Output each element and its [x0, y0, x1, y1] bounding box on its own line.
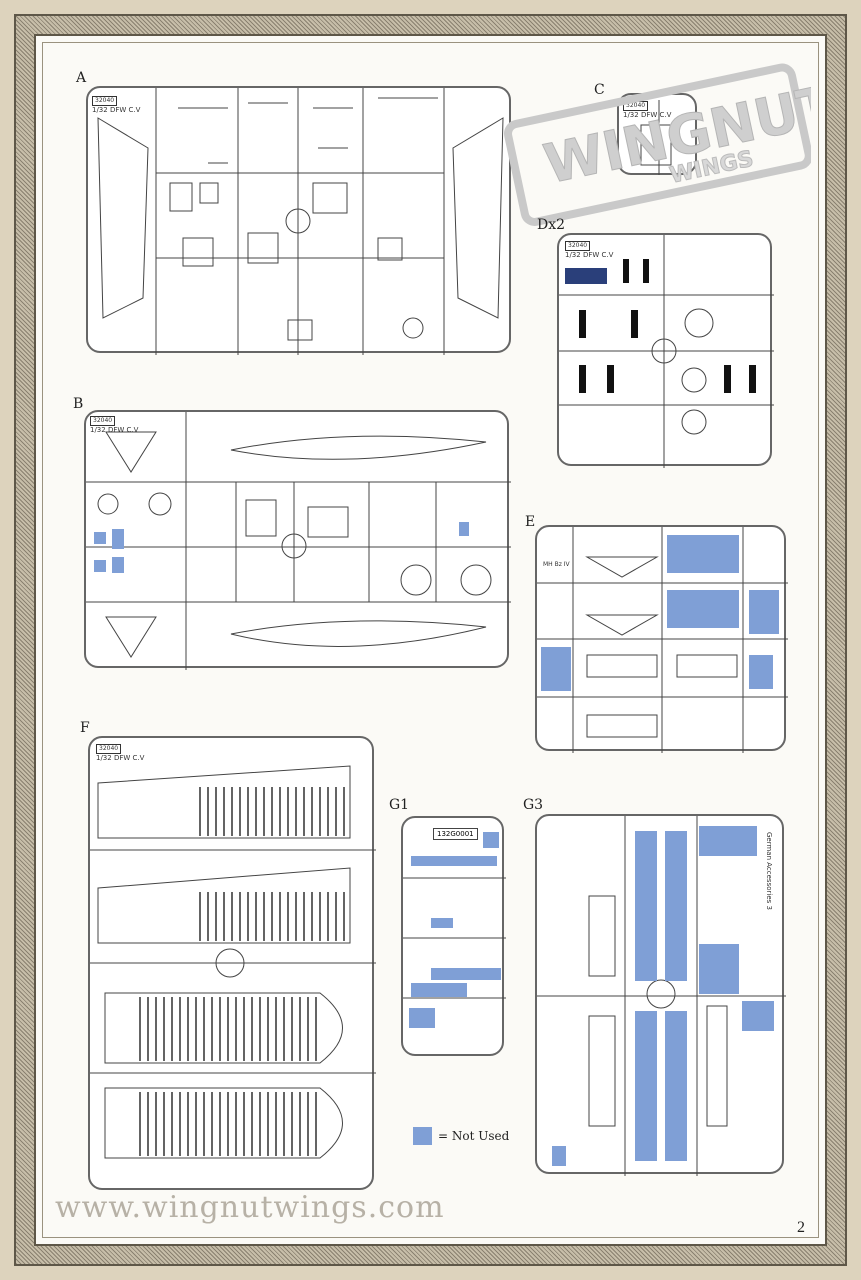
sprue-g1-code: 132G0001	[433, 828, 478, 840]
sprue-f-label: F	[80, 720, 90, 736]
sprue-g3-drawing	[537, 816, 786, 1176]
sprue-a-drawing	[97, 88, 504, 355]
sprue-d-kit: 1/32 DFW C.V	[565, 251, 614, 259]
sprue-f-kit: 1/32 DFW C.V	[96, 754, 145, 762]
not-used-swatch	[413, 1127, 432, 1145]
sprue-e: MH Bz IV	[535, 525, 788, 753]
sprue-e-label: E	[525, 514, 536, 530]
sprue-b-label: B	[73, 396, 84, 412]
sprue-a-code: 32040	[92, 96, 118, 106]
sprue-e-marking: MH Bz IV	[543, 561, 570, 568]
sprue-d-code: 32040	[565, 241, 591, 251]
sprue-b-kit: 1/32 DFW C.V	[90, 426, 139, 434]
sprue-e-drawing	[537, 527, 788, 753]
page-number: 2	[797, 1219, 805, 1236]
website-url: www.wingnutwings.com	[55, 1190, 445, 1225]
sprue-g3-label: G3	[523, 797, 544, 813]
sprue-c-drawing	[640, 100, 672, 175]
sprue-a-kit: 1/32 DFW C.V	[92, 106, 141, 114]
legend: = Not Used	[413, 1127, 509, 1145]
sprue-f-code: 32040	[96, 744, 122, 754]
sprue-a-label: A	[76, 70, 87, 86]
inner-border	[42, 42, 819, 1238]
sprue-g1-label: G1	[389, 797, 410, 813]
sprue-g3: German Accessories 3	[535, 814, 786, 1176]
sprue-d-drawing	[559, 235, 774, 468]
sprue-g1: 132G0001	[401, 816, 506, 1056]
wingnut-wings-logo: WINGNUT WINGS	[504, 63, 811, 226]
sprue-f-drawing	[90, 765, 376, 1159]
sprue-d-label: Dx2	[537, 217, 566, 233]
legend-label: = Not Used	[438, 1129, 510, 1143]
sprue-b-code: 32040	[90, 416, 116, 426]
sprue-g1-drawing	[403, 832, 506, 1028]
sprue-c-label: C	[594, 82, 605, 98]
sprue-g3-side-text: German Accessories 3	[765, 832, 773, 910]
sprue-c-kit: 1/32 DFW C.V	[623, 111, 672, 119]
sprue-b-drawing	[86, 412, 511, 670]
